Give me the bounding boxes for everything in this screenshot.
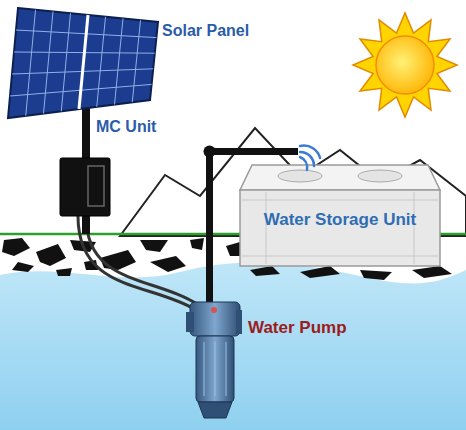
power-cable xyxy=(78,216,200,310)
water-tank xyxy=(240,165,440,266)
part-label: MC Unit xyxy=(96,118,156,136)
sun xyxy=(353,13,457,117)
mc-unit-box xyxy=(60,158,110,234)
part-label: Water Storage Unit xyxy=(242,210,438,230)
mountains xyxy=(120,128,466,236)
part-label: Water Pump xyxy=(248,318,347,338)
part-label: Solar Panel xyxy=(162,22,249,40)
solar-panel xyxy=(8,8,158,158)
water-spray xyxy=(300,146,320,170)
water-pump xyxy=(186,302,242,418)
ground-water xyxy=(0,262,466,430)
